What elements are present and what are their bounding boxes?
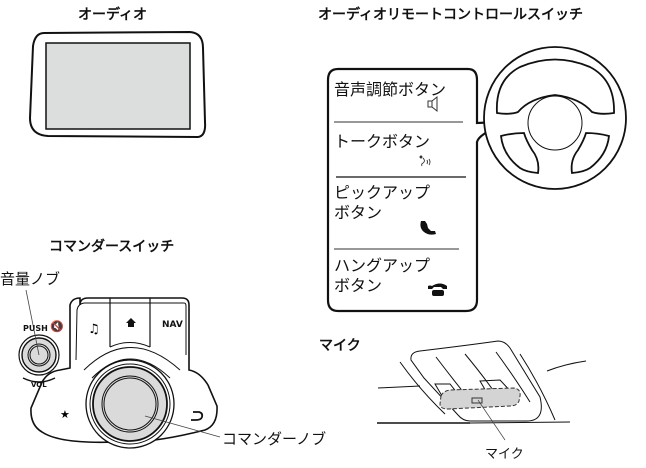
pickup-button-label-2: ボタン bbox=[334, 203, 383, 222]
audio-unit bbox=[28, 30, 207, 139]
phone-hangup-icon bbox=[428, 283, 447, 296]
phone-pickup-icon bbox=[420, 221, 436, 235]
volume-knob-label: 音量ノブ bbox=[0, 270, 61, 288]
mute-icon: 🔇 bbox=[50, 320, 64, 333]
commander-knob-label: コマンダーノブ bbox=[222, 430, 327, 448]
volume-adjust-button-label: 音声調節ボタン bbox=[334, 80, 447, 99]
talk-button-label: トークボタン bbox=[334, 132, 431, 151]
speaker-icon bbox=[427, 95, 438, 113]
hangup-button-label-1: ハングアップ bbox=[334, 256, 431, 275]
remote-title: オーディオリモートコントロールスイッチ bbox=[318, 7, 584, 23]
star-icon: ★ bbox=[60, 408, 70, 421]
talk-icon bbox=[419, 155, 431, 167]
pickup-button-label-1: ピックアップ bbox=[334, 183, 431, 202]
volume-knob-leader bbox=[25, 289, 40, 356]
commander-title: コマンダースイッチ bbox=[49, 239, 175, 255]
mic-title: マイク bbox=[319, 338, 361, 354]
audio-title: オーディオ bbox=[78, 7, 148, 23]
nav-button-label: NAV bbox=[162, 320, 183, 330]
remote-callout-panel bbox=[326, 67, 505, 313]
hangup-button-label-2: ボタン bbox=[334, 276, 383, 295]
mic-leader bbox=[477, 399, 506, 441]
vol-label: VOL bbox=[31, 381, 47, 389]
steering-wheel bbox=[483, 46, 627, 190]
mic-callout-label: マイク bbox=[485, 447, 524, 462]
commander-knob-leader bbox=[144, 415, 221, 438]
audio-screen bbox=[45, 42, 191, 130]
back-icon bbox=[191, 411, 204, 421]
overhead-console bbox=[377, 340, 587, 424]
home-icon bbox=[126, 318, 136, 327]
commander-switch bbox=[30, 297, 218, 449]
music-note-icon: ♫ bbox=[88, 322, 100, 337]
push-label: PUSH bbox=[23, 324, 48, 333]
